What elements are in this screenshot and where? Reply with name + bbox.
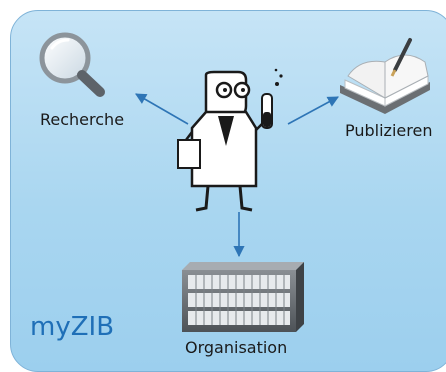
filing-cabinet-icon (182, 262, 304, 332)
arrow-to-publizieren (287, 96, 339, 125)
publizieren-label: Publizieren (345, 121, 433, 140)
recherche-label: Recherche (40, 110, 125, 129)
scientist-icon (177, 68, 283, 212)
organisation-label: Organisation (185, 338, 288, 357)
arrow-to-recherche (135, 93, 189, 125)
magnifier-icon (39, 32, 105, 97)
brand-logo-text: myZIB (30, 312, 115, 342)
book-icon (340, 38, 430, 114)
